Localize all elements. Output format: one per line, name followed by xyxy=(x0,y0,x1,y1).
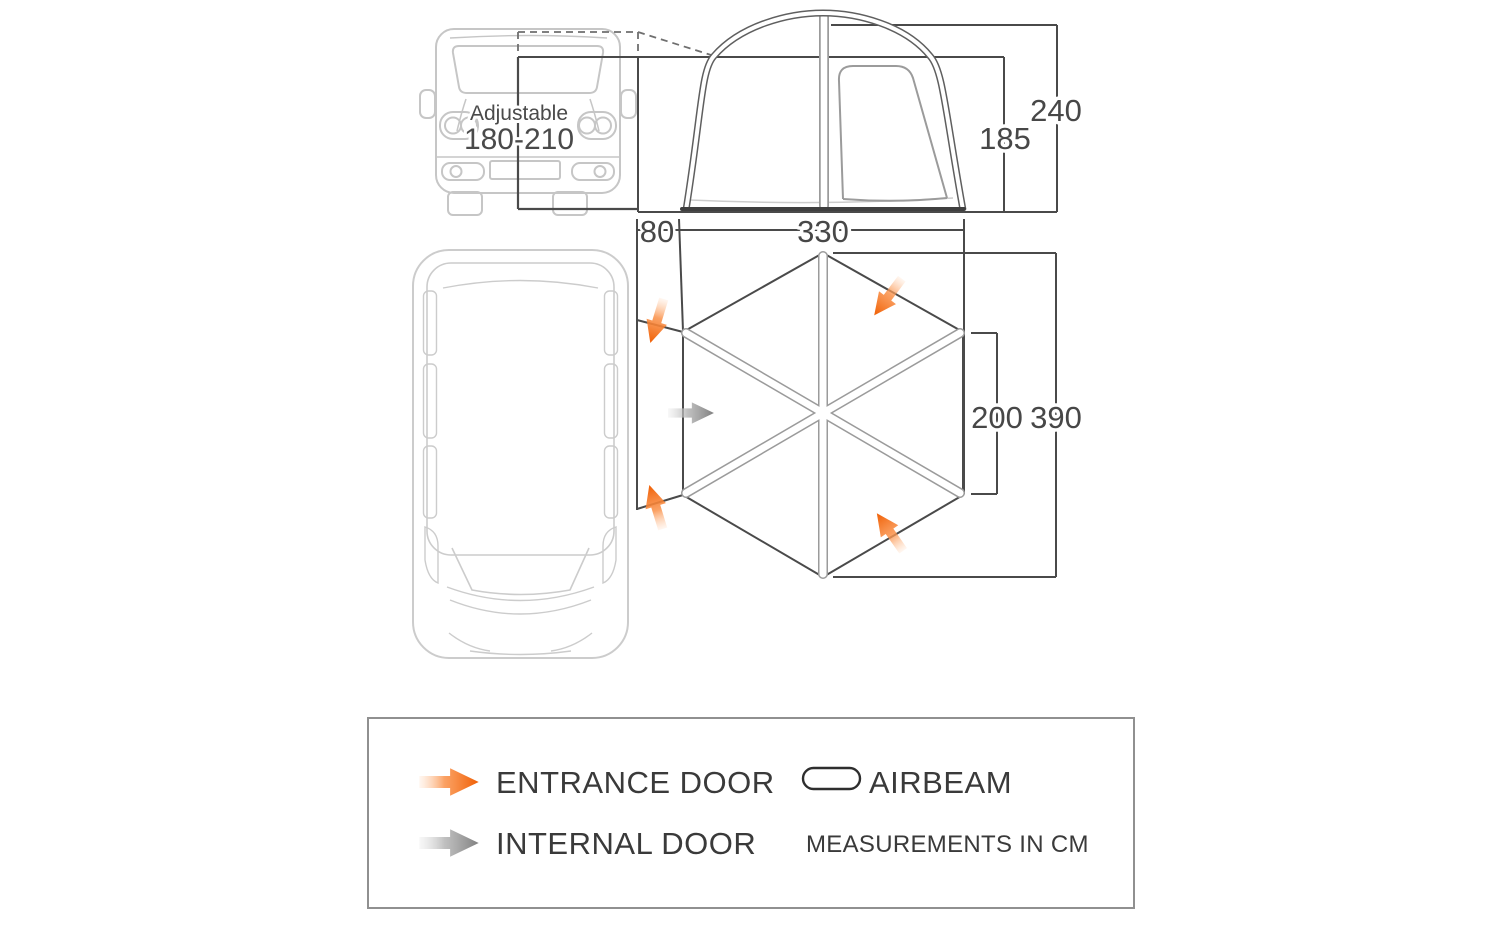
internal-door-arrow-icon xyxy=(668,402,714,424)
adjustable-height-dashed-guides xyxy=(517,31,712,56)
airbeam-label: AIRBEAM xyxy=(869,765,1012,800)
adjustable-label: Adjustable xyxy=(470,102,568,125)
adjustable-range-label: 180-210 xyxy=(464,123,574,156)
inner-height-label: 185 xyxy=(979,121,1031,156)
entrance-door-label: ENTRANCE DOOR xyxy=(496,765,775,800)
measurements-note: MEASUREMENTS IN CM xyxy=(806,831,1089,858)
side-door-outline xyxy=(837,65,948,202)
airbeam-icon xyxy=(801,766,862,791)
side-door-width-label: 200 xyxy=(971,400,1023,435)
tunnel-depth-label: 80 xyxy=(640,214,674,249)
entrance-door-arrow-icon xyxy=(865,272,911,322)
legend-box xyxy=(367,717,1135,909)
entrance-door-arrow-icon xyxy=(868,507,912,557)
total-depth-label: 390 xyxy=(1030,400,1082,435)
awning-side-elevation: 240 185 xyxy=(518,9,1085,213)
van-top-view xyxy=(412,249,629,659)
van-front-view: Adjustable 180-210 xyxy=(419,28,712,216)
awning-floor-plan: 80 330 200 390 xyxy=(636,211,1085,579)
internal-door-label: INTERNAL DOOR xyxy=(496,826,756,861)
attachment-zone-outline xyxy=(516,57,637,211)
total-height-label: 240 xyxy=(1030,93,1082,128)
airbeam-crossing-tubes xyxy=(681,251,965,579)
airbeam-arch xyxy=(682,9,967,211)
legend: ENTRANCE DOOR AIRBEAM INTERNAL DOOR MEAS… xyxy=(367,717,1135,909)
front-width-label: 330 xyxy=(797,214,849,249)
entrance-door-arrow-icon xyxy=(640,295,674,347)
